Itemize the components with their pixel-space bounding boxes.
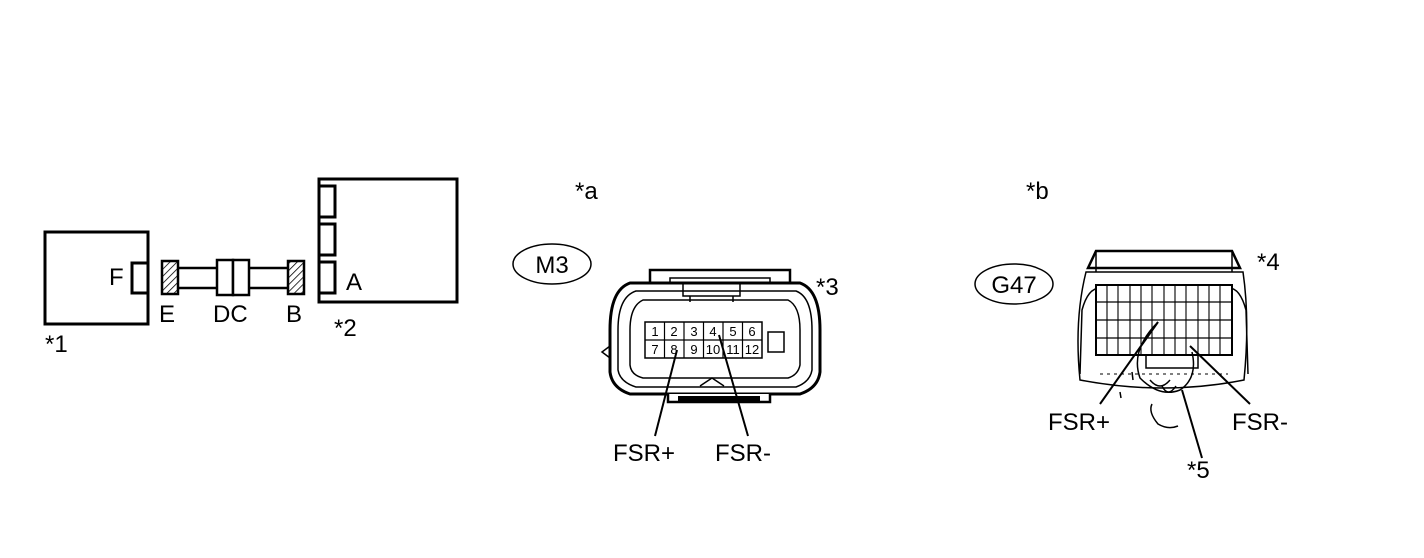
m3-fsr-minus-label: FSR- <box>715 440 771 467</box>
pin-5: 5 <box>729 324 736 339</box>
terminal-a <box>317 260 337 295</box>
connector-d <box>215 258 235 297</box>
pin-2: 2 <box>670 324 677 339</box>
connector-3-ref: *3 <box>816 274 839 301</box>
m3-fsr-plus-label: FSR+ <box>613 440 675 467</box>
probe-5-ref: *5 <box>1187 457 1210 484</box>
pin-8: 8 <box>670 342 677 357</box>
g47-fsr-plus-label: FSR+ <box>1048 409 1110 436</box>
connector-4-ref: *4 <box>1257 249 1280 276</box>
pin-12: 12 <box>745 342 759 357</box>
connector-code-m3: M3 <box>512 243 592 285</box>
pin-6: 6 <box>748 324 755 339</box>
connector-b-label: B <box>286 301 302 328</box>
pin-11: 11 <box>726 342 740 357</box>
view-a-ref: *a <box>575 178 598 205</box>
connector-b <box>286 259 306 296</box>
component-1-ref: *1 <box>45 331 68 358</box>
fsr-minus-leader <box>718 334 749 437</box>
g47-fsr-minus-leader <box>1189 345 1251 405</box>
connector-m3: 1 2 3 4 5 6 7 8 9 10 11 12 <box>600 268 822 437</box>
connector-dc-label: DC <box>213 301 248 328</box>
component-2: A *2 <box>317 177 459 342</box>
g47-fsr-minus-label: FSR- <box>1232 409 1288 436</box>
harness-cable: E DC B <box>159 258 306 328</box>
component-2-ref: *2 <box>334 315 357 342</box>
pin-3: 3 <box>690 324 697 339</box>
connector-g47 <box>1077 249 1251 459</box>
probe-5-leader <box>1181 389 1203 459</box>
fsr-plus-leader <box>654 349 678 437</box>
view-b-ref: *b <box>1026 178 1049 205</box>
pin-1: 1 <box>651 324 658 339</box>
connector-c <box>231 258 251 297</box>
connector-code-g47: G47 <box>974 263 1054 305</box>
terminal-a-label: A <box>346 269 362 296</box>
pin-7: 7 <box>651 342 658 357</box>
terminal-f-label: F <box>109 264 124 291</box>
pin-4: 4 <box>709 324 716 339</box>
pin-10: 10 <box>706 342 720 357</box>
svg-text:G47: G47 <box>991 272 1036 299</box>
component-1: F *1 <box>43 230 150 358</box>
pin-9: 9 <box>690 342 697 357</box>
terminal-f <box>130 261 150 295</box>
g47-fsr-plus-leader <box>1099 321 1159 405</box>
connector-e <box>160 259 180 296</box>
connector-e-label: E <box>159 301 175 328</box>
svg-text:M3: M3 <box>535 252 568 279</box>
